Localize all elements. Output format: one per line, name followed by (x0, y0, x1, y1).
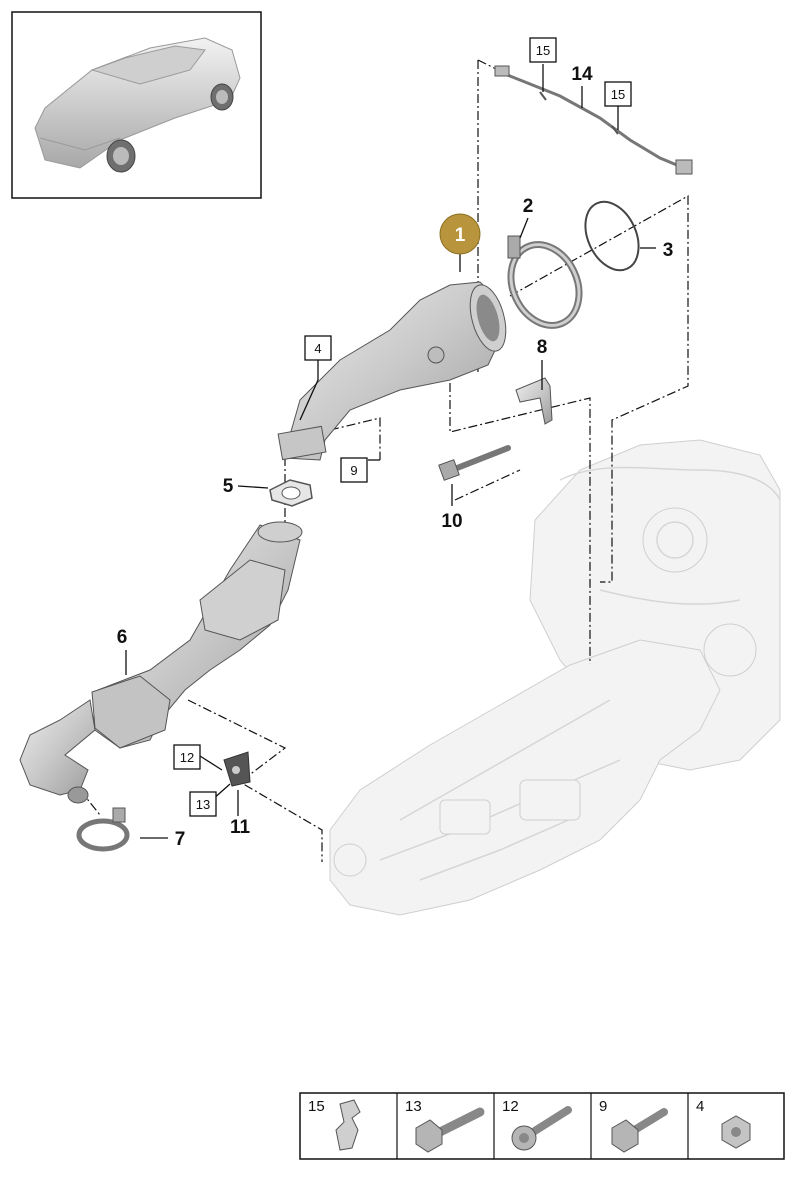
callout-3[interactable]: 3 (663, 240, 674, 261)
legend-item-bolt-13[interactable]: 13 (405, 1098, 485, 1153)
svg-text:4: 4 (314, 341, 321, 356)
legend-item-nut-4[interactable]: 4 (696, 1098, 751, 1149)
fastener-legend: 15 13 12 9 4 (299, 1092, 785, 1160)
legend-item-clip[interactable]: 15 (308, 1098, 361, 1151)
boxed-ref-15a[interactable]: 15 (529, 37, 557, 63)
callout-5[interactable]: 5 (223, 476, 234, 497)
svg-text:15: 15 (536, 43, 550, 58)
catalytic-converter-part-6 (19, 521, 303, 804)
vehicle-thumbnail (11, 11, 262, 199)
bracket-part-11 (223, 751, 251, 787)
gasket-part-3 (584, 200, 640, 272)
callout-10[interactable]: 10 (441, 511, 462, 532)
bracket-part-8 (515, 377, 553, 425)
callout-14[interactable]: 14 (571, 64, 593, 85)
boxed-ref-12[interactable]: 12 (173, 744, 201, 770)
svg-text:12: 12 (180, 750, 194, 765)
bolt-part-10 (438, 445, 511, 481)
svg-text:9: 9 (350, 463, 357, 478)
svg-text:4: 4 (696, 1098, 704, 1115)
boxed-ref-15b[interactable]: 15 (604, 81, 632, 107)
svg-text:15: 15 (611, 87, 625, 102)
clamp-part-7 (76, 807, 130, 852)
clamp-part-2 (507, 235, 583, 329)
svg-text:12: 12 (502, 1098, 519, 1115)
leader-lines (125, 64, 656, 839)
callout-11[interactable]: 11 (230, 817, 251, 838)
svg-text:15: 15 (308, 1098, 325, 1115)
sensor-cable-part-14 (494, 65, 693, 175)
callout-8[interactable]: 8 (537, 337, 548, 358)
callout-2[interactable]: 2 (523, 196, 534, 217)
callout-7[interactable]: 7 (175, 829, 186, 850)
svg-text:13: 13 (405, 1098, 422, 1115)
svg-text:9: 9 (599, 1098, 607, 1115)
callout-1-label: 1 (455, 225, 466, 246)
legend-item-bolt-9[interactable]: 9 (599, 1098, 668, 1153)
engine-transmission-ghost (329, 439, 781, 916)
boxed-ref-13[interactable]: 13 (189, 791, 217, 817)
callout-6[interactable]: 6 (117, 627, 128, 648)
svg-text:13: 13 (196, 797, 210, 812)
legend-item-bolt-12[interactable]: 12 (502, 1098, 572, 1151)
boxed-ref-4[interactable]: 4 (304, 335, 332, 361)
front-pipe-part-1 (277, 281, 507, 461)
callout-1-badge[interactable]: 1 (439, 213, 481, 255)
gasket-part-5 (269, 479, 313, 507)
boxed-ref-9[interactable]: 9 (340, 457, 368, 483)
